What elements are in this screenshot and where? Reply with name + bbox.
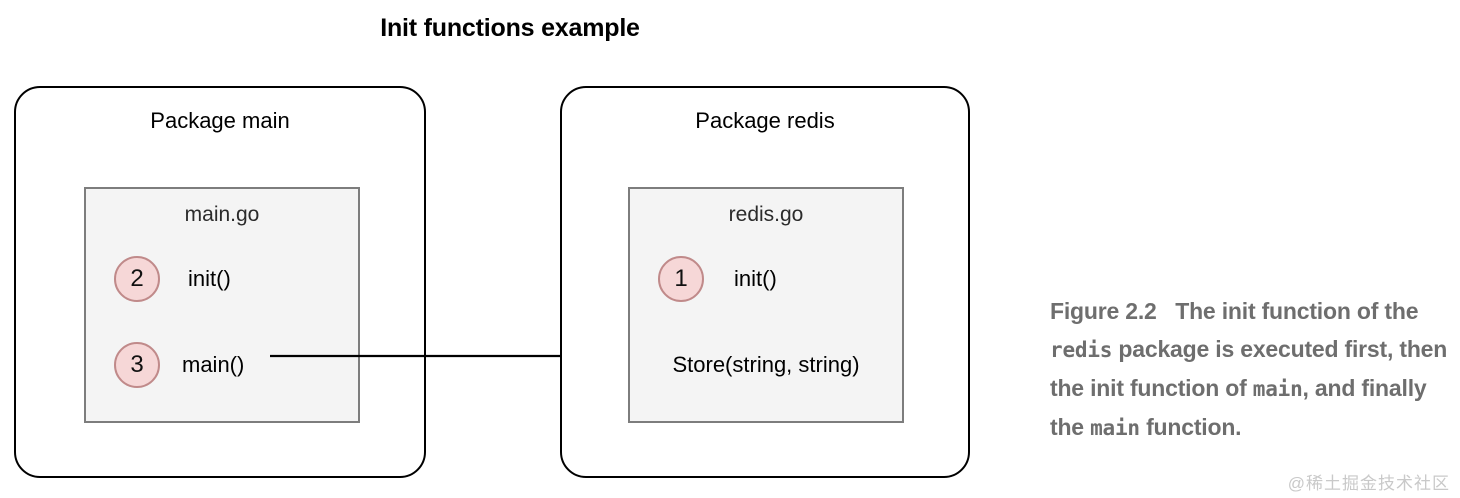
function-row-main-init: 2 init() (114, 255, 231, 303)
figure-number: Figure 2.2 (1050, 298, 1157, 324)
caption-code-redis: redis (1050, 338, 1113, 362)
caption-code-main-1: main (1252, 377, 1303, 401)
package-box-main: Package main main.go 2 init() 3 main() (14, 86, 426, 478)
step-number-badge: 1 (658, 256, 704, 302)
step-number-badge: 2 (114, 256, 160, 302)
exported-function-label: Store(string, string) (672, 352, 860, 377)
caption-code-main-2: main (1090, 416, 1140, 440)
step-number-badge: 3 (114, 342, 160, 388)
function-row-redis-init: 1 init() (658, 255, 777, 303)
page-title: Init functions example (380, 14, 640, 42)
function-label: init() (734, 266, 777, 291)
caption-part-1: The init function of the (1175, 298, 1419, 324)
watermark: @稀土掘金技术社区 (1287, 474, 1450, 493)
package-box-redis: Package redis redis.go 1 init() Store(st… (560, 86, 970, 478)
caption-part-4: function. (1139, 414, 1242, 440)
package-label-redis: Package redis (695, 108, 835, 133)
file-label-redis-go: redis.go (728, 203, 804, 226)
function-label: init() (188, 266, 231, 291)
file-box-main-go: main.go 2 init() 3 main() (84, 187, 360, 423)
caption-part-3: , and finally the (1050, 375, 1427, 440)
function-row-main-main: 3 main() (114, 341, 244, 389)
file-box-redis-go: redis.go 1 init() Store(string, string) (628, 187, 904, 423)
package-label-main: Package main (150, 108, 290, 133)
function-label: main() (182, 352, 245, 377)
file-label-main-go: main.go (184, 203, 260, 226)
caption-part-2: package is executed first, then the init… (1050, 336, 1448, 401)
figure-caption: Figure 2.2 The init function of the redi… (1050, 292, 1450, 447)
